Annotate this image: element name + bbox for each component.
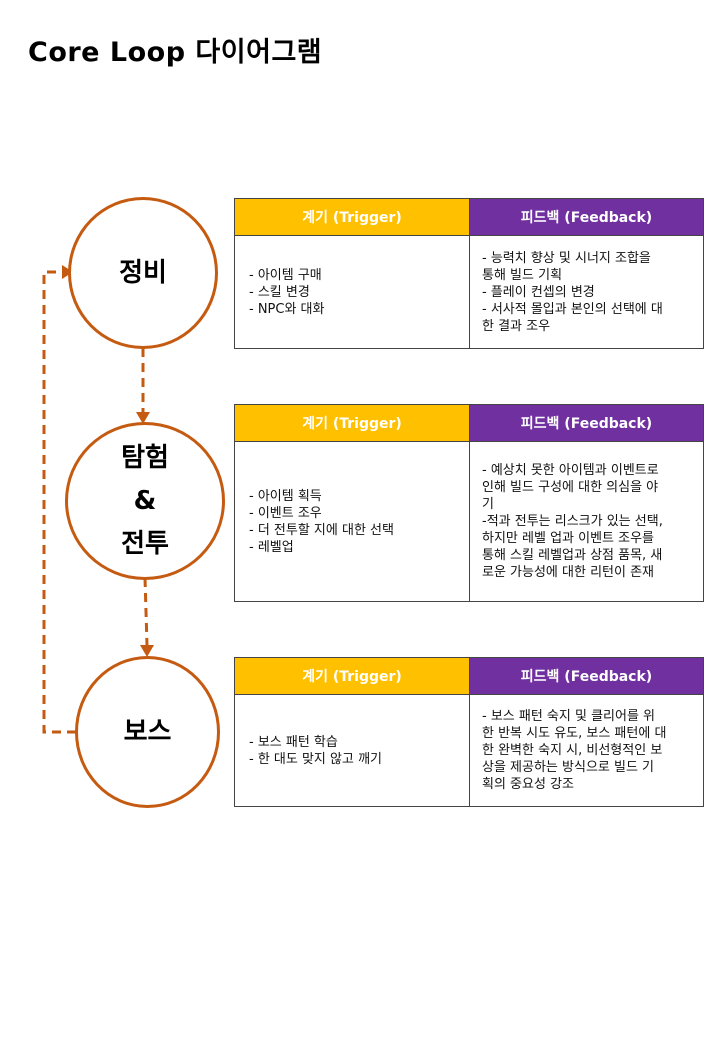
- feedback-line: 한 반복 시도 유도, 보스 패턴에 대: [482, 726, 667, 741]
- trigger-line: - NPC와 대화: [249, 301, 325, 317]
- trigger-line: - 스킬 변경: [249, 284, 310, 300]
- arrowhead-down-1: [136, 412, 150, 424]
- arrow-explore-to-boss: [143, 577, 149, 646]
- trigger-cell: - 아이템 구매 - 스킬 변경 - NPC와 대화: [235, 235, 470, 348]
- feedback-line: - 서사적 몰입과 본인의 선택에 대: [482, 301, 663, 317]
- feedback-cell: - 보스 패턴 숙지 및 클리어를 위 한 반복 시도 유도, 보스 패턴에 대…: [470, 694, 703, 806]
- feedback-line: 한 결과 조우: [482, 318, 551, 334]
- feedback-line: 획의 중요성 강조: [482, 777, 574, 792]
- trigger-cell: - 아이템 획득 - 이벤트 조우 - 더 전투할 지에 대한 선택 - 레벨업: [235, 441, 470, 601]
- node-label: &: [133, 485, 157, 516]
- table-explore-combat: 계기 (Trigger) 피드백 (Feedback) - 아이템 획득 - 이…: [234, 404, 704, 602]
- trigger-line: - 이벤트 조우: [249, 505, 322, 521]
- feedback-line: 하지만 레벨 업과 이벤트 조우를: [482, 531, 655, 546]
- feedback-line: 인해 빌드 구성에 대한 의심을 야: [482, 480, 659, 495]
- feedback-line: - 예상치 못한 아이템과 이벤트로: [482, 463, 659, 478]
- trigger-line: - 레벨업: [249, 539, 294, 555]
- feedback-header: 피드백 (Feedback): [470, 199, 703, 235]
- feedback-line: 한 완벽한 숙지 시, 비선형적인 보: [482, 743, 663, 758]
- node-label: 탐험: [121, 442, 169, 473]
- page-title: Core Loop 다이어그램: [28, 37, 323, 68]
- trigger-header: 계기 (Trigger): [235, 199, 470, 235]
- table-maintenance: 계기 (Trigger) 피드백 (Feedback) - 아이템 구매 - 스…: [234, 198, 704, 349]
- arrowhead-right: [62, 265, 73, 279]
- feedback-line: - 보스 패턴 숙지 및 클리어를 위: [482, 709, 656, 724]
- trigger-line: - 아이템 획득: [249, 488, 322, 504]
- arrowhead-down-2: [140, 645, 154, 657]
- trigger-line: - 아이템 구매: [249, 267, 322, 283]
- node-explore-combat: 탐험 & 전투: [65, 422, 225, 580]
- feedback-header: 피드백 (Feedback): [470, 658, 703, 694]
- node-label: 보스: [123, 716, 172, 747]
- node-label: 전투: [121, 528, 169, 559]
- trigger-header: 계기 (Trigger): [235, 658, 470, 694]
- table-boss: 계기 (Trigger) 피드백 (Feedback) - 보스 패턴 학습 -…: [234, 657, 704, 807]
- trigger-cell: - 보스 패턴 학습 - 한 대도 맞지 않고 깨기: [235, 694, 470, 806]
- trigger-line: - 보스 패턴 학습: [249, 734, 338, 750]
- feedback-line: 기: [482, 497, 494, 512]
- feedback-line: 상을 제공하는 방식으로 빌드 기: [482, 760, 655, 775]
- feedback-header: 피드백 (Feedback): [470, 405, 703, 441]
- loop-back-arrow: [42, 270, 76, 734]
- feedback-line: - 플레이 컨셉의 변경: [482, 284, 595, 300]
- feedback-line: - 능력치 향상 및 시너지 조합을: [482, 250, 651, 266]
- arrowheads: [62, 265, 154, 657]
- node-label: 정비: [119, 257, 167, 288]
- feedback-line: 로운 가능성에 대한 리턴이 존재: [482, 565, 655, 580]
- trigger-line: - 한 대도 맞지 않고 깨기: [249, 751, 382, 767]
- feedback-line: 통해 빌드 기획: [482, 267, 563, 283]
- trigger-line: - 더 전투할 지에 대한 선택: [249, 522, 394, 538]
- feedback-line: -적과 전투는 리스크가 있는 선택,: [482, 514, 663, 529]
- feedback-cell: - 예상치 못한 아이템과 이벤트로 인해 빌드 구성에 대한 의심을 야 기 …: [470, 441, 703, 601]
- node-maintenance: 정비: [68, 197, 218, 349]
- node-boss: 보스: [75, 656, 220, 808]
- trigger-header: 계기 (Trigger): [235, 405, 470, 441]
- feedback-line: 통해 스킬 레벨업과 상점 품목, 새: [482, 548, 663, 563]
- feedback-cell: - 능력치 향상 및 시너지 조합을 통해 빌드 기획 - 플레이 컨셉의 변경…: [470, 235, 703, 348]
